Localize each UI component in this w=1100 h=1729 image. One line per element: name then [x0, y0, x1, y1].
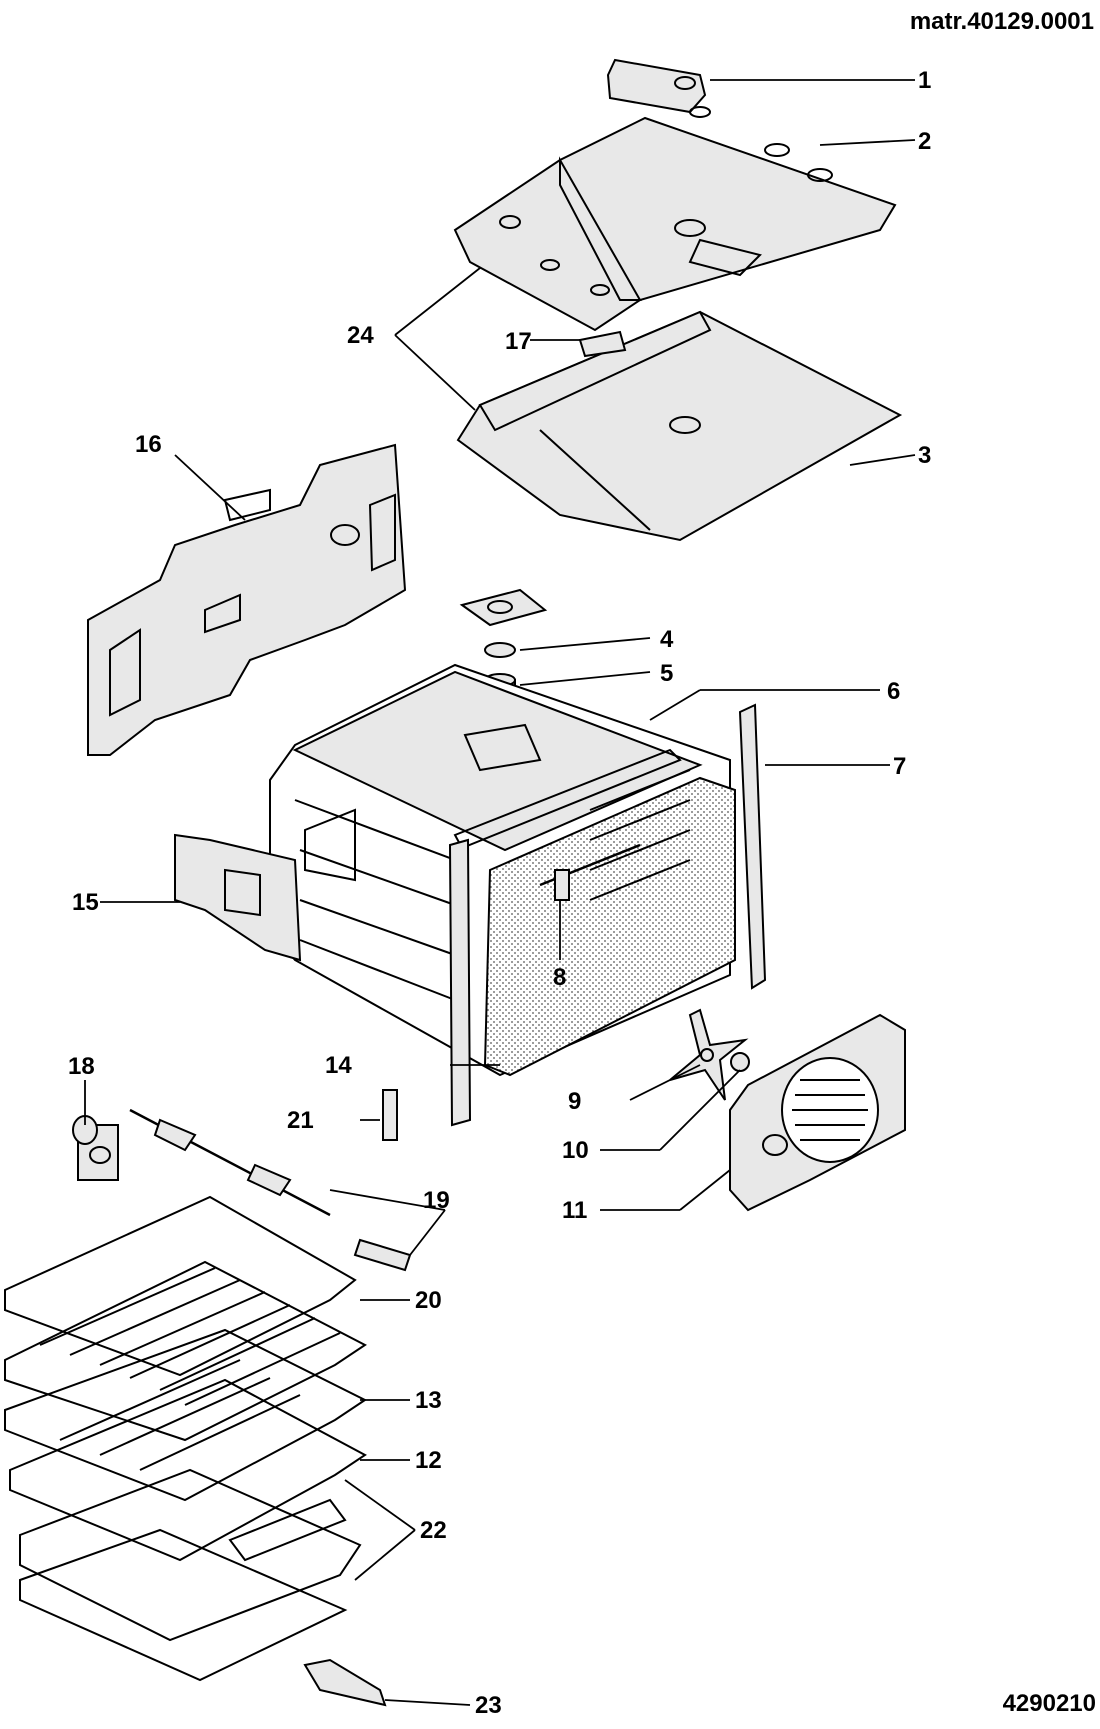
part-8-support-rod — [539, 843, 641, 901]
callout-12: 12 — [415, 1447, 442, 1474]
part-10-nut — [730, 1052, 750, 1072]
callout-15: 15 — [72, 889, 99, 916]
part-23-clip — [303, 1658, 387, 1707]
callout-14: 14 — [325, 1052, 352, 1079]
callout-11: 11 — [562, 1197, 587, 1224]
part-17-bracket — [578, 330, 627, 358]
callout-7: 7 — [893, 753, 906, 780]
callout-18: 18 — [68, 1053, 95, 1080]
part-16-side-panel — [87, 443, 407, 756]
part-22-runners — [19, 1468, 362, 1682]
part-4-gasket — [459, 588, 548, 658]
callout-9: 9 — [568, 1088, 581, 1115]
drawing-code: 4290210 — [1002, 1690, 1096, 1717]
part-7-right-rail — [738, 703, 767, 990]
part-6-oven-cavity — [269, 663, 736, 1077]
part-18-lamp — [72, 1115, 119, 1181]
callout-labels: 1 2 3 4 5 6 7 8 9 10 11 12 13 14 15 16 1… — [68, 67, 931, 1719]
callout-13: 13 — [415, 1387, 442, 1414]
callout-16: 16 — [135, 431, 162, 458]
callout-6: 6 — [887, 678, 900, 705]
callout-24: 24 — [347, 322, 374, 349]
leader-lines — [84, 79, 916, 1706]
part-14-front-rail — [448, 838, 472, 1127]
callout-21: 21 — [287, 1107, 314, 1134]
part-20-wire-frame — [4, 1195, 357, 1377]
callout-5: 5 — [660, 660, 673, 687]
part-9-fan — [669, 1008, 749, 1101]
callout-23: 23 — [475, 1692, 502, 1719]
drawing-reference: matr.40129.0001 — [909, 8, 1094, 35]
callout-8: 8 — [553, 964, 566, 991]
part-2-top-panel — [453, 116, 897, 332]
callout-4: 4 — [660, 626, 674, 653]
callout-19: 19 — [423, 1187, 450, 1214]
part-19-rotisserie — [129, 1108, 412, 1272]
callout-17: 17 — [505, 328, 532, 355]
part-11-fan-cover — [729, 1013, 906, 1212]
callout-2: 2 — [918, 128, 931, 155]
callout-10: 10 — [562, 1137, 589, 1164]
callout-20: 20 — [415, 1287, 442, 1314]
callout-1: 1 — [918, 67, 931, 94]
part-3-bottom-panel — [456, 310, 903, 542]
part-12-rack — [4, 1328, 367, 1562]
part-13-wire-rack — [4, 1260, 367, 1442]
part-1-top-bracket — [606, 58, 711, 118]
callout-22: 22 — [420, 1517, 447, 1544]
callout-3: 3 — [918, 442, 931, 469]
part-21-clip — [382, 1089, 398, 1141]
